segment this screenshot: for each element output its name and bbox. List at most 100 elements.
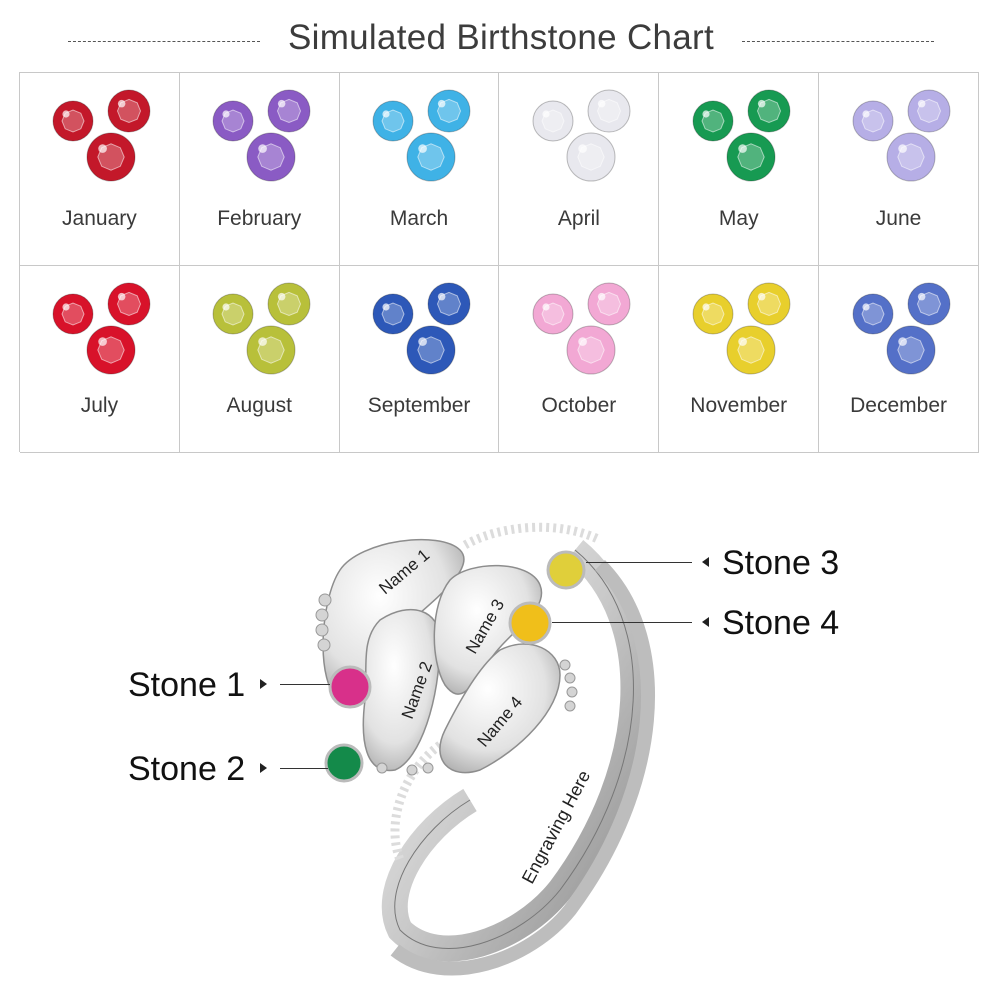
august-gem-bottom [246,325,296,375]
stone-2-label: Stone 2 [128,750,246,788]
band-inner [390,560,656,976]
march-gem-right [427,89,471,133]
january-gem-left [52,100,94,142]
month-label: August [226,394,292,417]
birthstone-cell-january: January [20,73,180,266]
month-label: September [367,394,471,417]
stone-1-arrow [260,679,267,689]
birthstone-cell-february: February [179,73,340,266]
pave-upper [462,522,603,549]
september-gem-bottom [406,325,456,375]
october-gems [532,282,631,375]
may-gems [692,89,791,182]
february-gem-bottom [246,132,296,182]
march-gems [372,89,471,182]
toes [315,593,578,776]
stone-4-arrow [702,617,709,627]
stone-3-leader [586,562,692,563]
month-label: October [541,394,617,417]
month-label: December [850,394,947,417]
month-label: March [389,207,449,230]
november-gem-left [692,293,734,335]
november-gem-bottom [726,325,776,375]
april-gems [532,89,631,182]
birthstone-cell-october: October [499,266,660,453]
may-gem-bottom [726,132,776,182]
may-gem-left [692,100,734,142]
june-gem-right [907,89,951,133]
birthstone-cell-september: September [339,266,500,453]
may-gem-right [747,89,791,133]
chart-header: Simulated Birthstone Chart [0,14,1000,66]
september-gem-left [372,293,414,335]
stone-4-label: Stone 4 [722,604,840,642]
december-gems [852,282,951,375]
ring-diagram: Name 1 Name 2 Name 3 Name 4 Engraving He… [0,470,1000,1000]
stone-4-gem [508,601,552,645]
foot-2 [362,609,441,772]
right-divider [742,41,934,42]
ring-illustration: Name 1 Name 2 Name 3 Name 4 Engraving He… [315,522,656,976]
september-gems [372,282,471,375]
december-gem-bottom [886,325,936,375]
birthstone-cell-july: July [20,266,180,453]
birthstone-cell-may: May [659,73,820,266]
january-gems [52,89,151,182]
birthstone-cell-december: December [819,266,979,453]
october-gem-bottom [566,325,616,375]
december-gem-right [907,282,951,326]
june-gem-left [852,100,894,142]
month-label: May [718,207,759,230]
birthstone-cell-april: April [499,73,660,266]
june-gem-bottom [886,132,936,182]
stone-4-leader [552,622,692,623]
month-label: November [690,394,788,417]
march-gem-left [372,100,414,142]
birthstone-cell-june: June [819,73,979,266]
august-gem-left [212,293,254,335]
foot-4 [439,643,561,774]
stone-3-gem [546,550,586,590]
august-gems [212,282,311,375]
chart-title: Simulated Birthstone Chart [287,18,715,57]
month-label: June [875,207,922,230]
november-gem-right [747,282,791,326]
january-gem-bottom [86,132,136,182]
birthstone-cell-march: March [339,73,500,266]
april-gem-bottom [566,132,616,182]
stone-2-arrow [260,763,267,773]
april-gem-left [532,100,574,142]
stone-1-label: Stone 1 [128,666,246,704]
month-label: July [80,394,119,417]
november-gems [692,282,791,375]
month-label: February [217,207,302,230]
band-edge [394,549,634,950]
october-gem-right [587,282,631,326]
august-gem-right [267,282,311,326]
september-gem-right [427,282,471,326]
stone-1-leader [280,684,330,685]
pave-lower [390,741,443,862]
left-divider [68,41,260,42]
month-label: April [557,207,600,230]
july-gem-bottom [86,325,136,375]
birthstone-cell-august: August [179,266,340,453]
stone-1-gem [328,665,372,709]
july-gem-right [107,282,151,326]
july-gems [52,282,151,375]
birthstone-cell-november: November [659,266,820,453]
january-gem-right [107,89,151,133]
july-gem-left [52,293,94,335]
february-gem-left [212,100,254,142]
december-gem-left [852,293,894,335]
february-gems [212,89,311,182]
stone-3-arrow [702,557,709,567]
april-gem-right [587,89,631,133]
march-gem-bottom [406,132,456,182]
stone-2-leader [280,768,328,769]
stone-2-gem [324,743,364,783]
month-label: January [62,207,137,230]
june-gems [852,89,951,182]
october-gem-left [532,293,574,335]
